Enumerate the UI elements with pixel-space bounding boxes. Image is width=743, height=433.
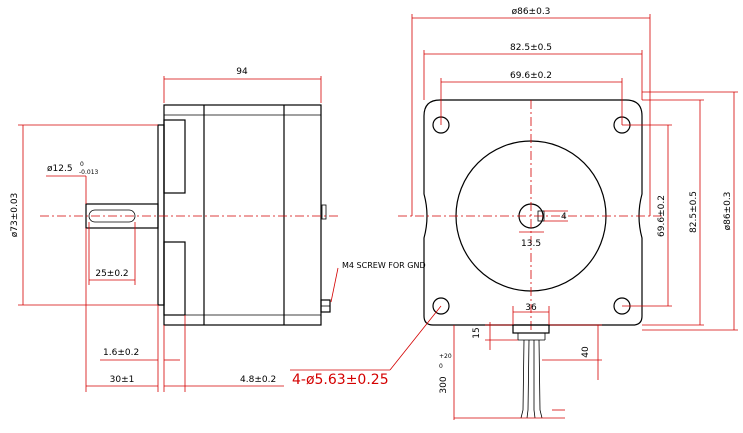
body-dia-right-label: ø86±0.3 [723,192,733,231]
shaft-length-label: 30±1 [110,375,135,385]
body-dia-top-label: ø86±0.3 [512,7,551,17]
lead-length-label: 300 [439,376,449,393]
flange-right-label: 82.5±0.5 [689,191,699,233]
lead-tol-lower: 0 [439,363,443,370]
flange-lower [163,241,186,316]
bracket-h-label: 15 [472,327,482,338]
lead-wire [538,339,543,419]
shaft-tip-tol-upper: 0 [80,161,84,168]
pilot-depth-label: 1.6±0.2 [103,348,139,358]
bracket-label: 36 [525,303,537,313]
pilot-label: ø73±0.03 [10,193,20,238]
flange-outline [423,99,643,326]
shaft-tip-label: ø12.5 [47,164,73,174]
key-label: 4 [561,212,567,222]
holes-leader [389,305,442,371]
screw-leader [330,267,339,303]
pilot-boss [157,124,165,306]
front-view: ø86±0.3 82.5±0.5 69.6±0.2 69.6±0.2 82.5±… [290,7,738,420]
lead-wire [526,339,530,419]
flange-top-label: 82.5±0.5 [510,43,552,53]
length-label: 94 [236,67,248,77]
cable-bracket [512,324,550,334]
lead-wire [533,340,536,419]
hole-top-label: 69.6±0.2 [510,71,552,81]
flange-upper [163,119,186,194]
lead-wire [520,339,525,419]
holes-note: 4-ø5.63±0.25 [292,372,389,388]
rear-step [321,204,327,220]
flat-length-label: 25±0.2 [95,269,128,279]
shaft-keyway [88,209,136,223]
shaft-tip-tol-lower: -0.013 [79,169,99,176]
hole-right-label: 69.6±0.2 [657,195,667,237]
mount-hole [432,297,450,315]
motor-body-outline [163,104,322,326]
lead-tol-upper: +20 [439,353,452,360]
shaft-dim-label: 13.5 [521,239,541,249]
screw-note: M4 SCREW FOR GND [342,261,426,270]
flange-label: 4.8±0.2 [240,375,276,385]
side-view: 94 ø73±0.03 ø12.5 0 -0.013 25±0.2 1.6±0.… [10,67,426,392]
cable-gap-label: 40 [581,346,591,358]
